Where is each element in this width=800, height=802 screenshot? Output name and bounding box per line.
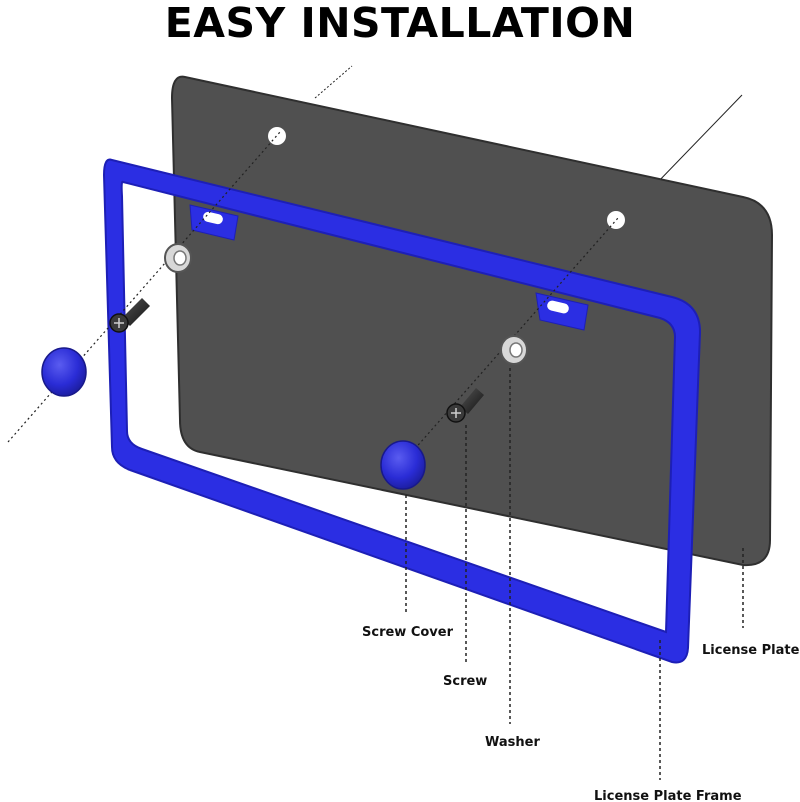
screw-cover-icon	[41, 347, 87, 397]
label-screw-cover: Screw Cover	[362, 625, 454, 640]
license-plate	[170, 75, 774, 567]
screw-icon	[109, 298, 150, 333]
washer-icon	[164, 243, 192, 273]
guide-line-top	[314, 65, 353, 99]
screw-icon	[446, 388, 484, 423]
label-license-plate: License Plate	[702, 643, 800, 658]
plate-hole-right	[607, 211, 625, 229]
frame-slot-left-hole	[203, 211, 223, 225]
label-license-plate-frame: License Plate Frame	[594, 789, 742, 802]
page-title: EASY INSTALLATION	[164, 0, 636, 47]
license-plate-frame	[102, 158, 702, 664]
guide-line-right	[654, 94, 743, 186]
label-washer: Washer	[485, 735, 540, 750]
assembly-axis-left	[7, 131, 281, 443]
frame-slot-right-hole	[547, 300, 569, 314]
screw-cover-icon	[380, 440, 426, 490]
washer-icon	[500, 335, 528, 365]
plate-hole-left	[268, 127, 286, 145]
label-screw: Screw	[443, 674, 487, 689]
